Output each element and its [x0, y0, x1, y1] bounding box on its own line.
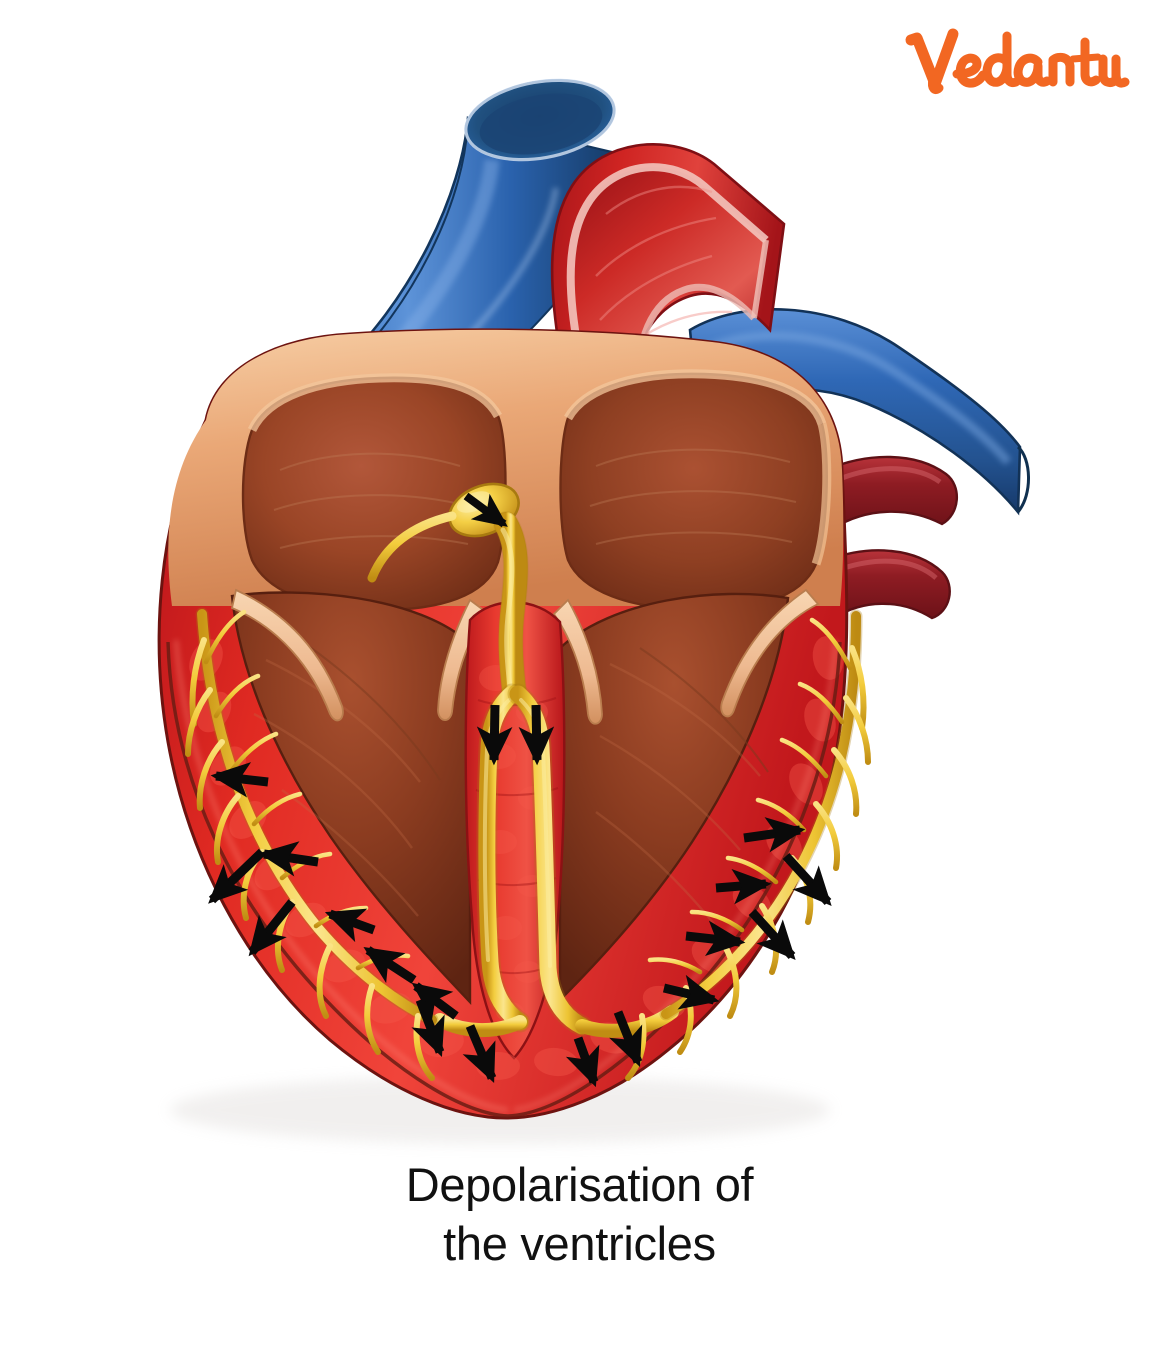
left-atrium — [559, 369, 832, 612]
mitral-valve — [552, 588, 820, 725]
heart-cross-section-illustration — [157, 78, 1030, 1144]
arrow-rv-apex-4 — [565, 1036, 600, 1088]
arrow-lv-5 — [411, 982, 459, 1021]
arrow-lv-apex-1 — [208, 848, 266, 904]
arrow-lv-apex-3 — [411, 998, 445, 1058]
caption-line-2: the ventricles — [443, 1217, 716, 1271]
arrow-av-node — [463, 492, 508, 528]
arrow-rv-2 — [715, 868, 772, 905]
figure-caption: Depolarisation of the ventricles — [0, 1155, 1159, 1273]
arrow-lv-2 — [258, 841, 319, 877]
arrow-rv-4 — [662, 974, 720, 1010]
arrow-lv-4 — [363, 946, 417, 984]
arrow-lv-apex-2 — [248, 899, 296, 957]
internodal-strand — [367, 511, 457, 583]
arrow-rv-3 — [685, 920, 746, 957]
right-atrium — [241, 373, 507, 612]
caption-line-1: Depolarisation of — [405, 1158, 754, 1211]
arrow-rv-apex-1 — [782, 852, 832, 907]
vedantu-logo[interactable] — [895, 22, 1135, 118]
arrow-right-bundle — [518, 704, 555, 766]
arrow-lv-3 — [324, 908, 376, 943]
arrow-left-bundle — [476, 704, 513, 766]
ventricular-cavities — [230, 591, 790, 1006]
depolarisation-arrows — [208, 492, 832, 1088]
arrow-lv-1 — [210, 762, 269, 798]
arrow-rv-apex-2 — [748, 908, 796, 961]
arrow-rv-apex-3 — [609, 1010, 643, 1068]
left-ventricle-cavity — [230, 591, 472, 1006]
arrow-lv-apex-4 — [462, 1024, 497, 1083]
arrow-rv-1 — [743, 817, 806, 853]
